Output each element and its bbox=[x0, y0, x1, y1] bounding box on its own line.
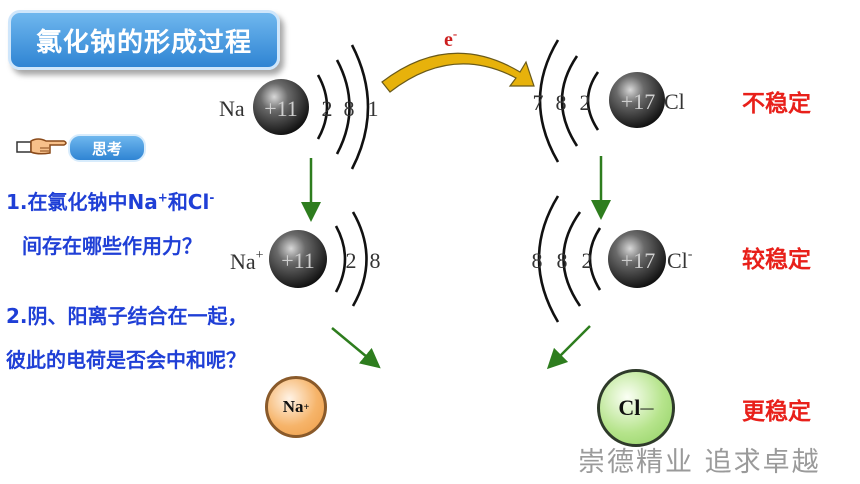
electron-transfer-arrow bbox=[381, 52, 535, 93]
page-title: 氯化钠的形成过程 bbox=[8, 10, 280, 70]
cl-shell-3: 2 bbox=[580, 90, 591, 115]
think-badge: 思考 bbox=[68, 134, 146, 162]
na-ion-nucleus-charge: +11 bbox=[281, 248, 315, 273]
na-shell-3: 1 bbox=[368, 96, 379, 121]
cl-ion-symbol: Cl- bbox=[667, 247, 693, 273]
na-shell-arcs bbox=[316, 44, 370, 170]
cl-ion-shell-arcs bbox=[537, 195, 602, 323]
na-nucleus-charge: +11 bbox=[264, 96, 298, 121]
cl-ion-circle: Cl— bbox=[597, 369, 675, 447]
cl-shell-1: 7 bbox=[533, 90, 544, 115]
cl-shell-2: 8 bbox=[556, 90, 567, 115]
cl-ion-shell-3: 2 bbox=[582, 248, 593, 273]
cl-symbol: Cl bbox=[664, 89, 685, 114]
school-motto: 崇德精业 追求卓越 bbox=[578, 447, 821, 478]
na-shell-1: 2 bbox=[322, 96, 333, 121]
cl-nucleus-charge: +17 bbox=[621, 89, 655, 114]
q1-text-a: 1.在氯化钠中Na bbox=[6, 190, 158, 214]
cl-nucleus bbox=[609, 72, 665, 128]
na-ion-shell-2: 8 bbox=[370, 248, 381, 273]
label-more-stable: 较稳定 bbox=[742, 247, 811, 273]
cl-ion-nucleus-charge: +17 bbox=[621, 248, 655, 273]
arrow-na-ion-diagonal bbox=[331, 327, 381, 369]
q1-text-b: 和Cl bbox=[167, 190, 210, 214]
cl-ion-label: Cl bbox=[618, 395, 641, 420]
cl-ion-charge: — bbox=[640, 400, 654, 415]
na-nucleus bbox=[253, 79, 309, 135]
electron-label: e- bbox=[444, 26, 457, 51]
question-2-line-1: 2.阴、阳离子结合在一起， bbox=[6, 304, 248, 328]
question-2-line-2: 彼此的电荷是否会中和呢？ bbox=[6, 348, 246, 372]
label-unstable: 不稳定 bbox=[742, 91, 811, 117]
q1-sup-plus: + bbox=[157, 190, 168, 205]
na-ion-charge: + bbox=[303, 401, 310, 413]
cl-ion-shell-1: 8 bbox=[532, 248, 543, 273]
question-1-line-2: 间存在哪些作用力？ bbox=[22, 234, 202, 258]
na-ion-label: Na bbox=[282, 397, 304, 416]
arrow-cl-ion-diagonal bbox=[546, 325, 591, 370]
pointing-hand-icon bbox=[16, 138, 67, 155]
na-ion-nucleus bbox=[269, 230, 327, 288]
label-most-stable: 更稳定 bbox=[742, 399, 811, 425]
na-ion-symbol: Na+ bbox=[230, 248, 264, 274]
na-ion-shell-arcs bbox=[334, 211, 368, 307]
question-1-line-1: 1.在氯化钠中Na+和Cl- bbox=[6, 186, 214, 215]
q1-sup-minus: - bbox=[209, 190, 215, 205]
cl-ion-nucleus bbox=[608, 230, 666, 288]
na-symbol: Na bbox=[219, 96, 245, 121]
cl-ion-shell-2: 8 bbox=[557, 248, 568, 273]
na-shell-2: 8 bbox=[344, 96, 355, 121]
na-ion-shell-1: 2 bbox=[346, 248, 357, 273]
cl-shell-arcs bbox=[538, 39, 600, 163]
na-ion-circle: Na+ bbox=[265, 376, 327, 438]
